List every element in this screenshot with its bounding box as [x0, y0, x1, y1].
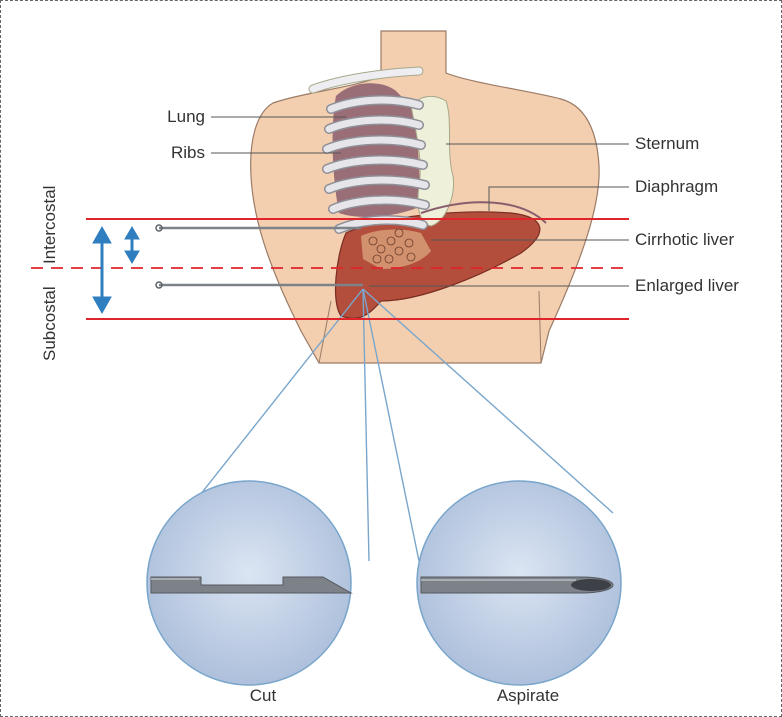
cut-needle-detail [147, 481, 351, 685]
aspirate-needle-detail [417, 481, 621, 685]
label-diaphragm: Diaphragm [635, 177, 718, 196]
label-intercostal: Intercostal [40, 186, 59, 264]
label-aspirate: Aspirate [497, 686, 559, 705]
label-lung: Lung [167, 107, 205, 126]
label-enlarged-liver: Enlarged liver [635, 276, 739, 295]
label-subcostal: Subcostal [40, 286, 59, 361]
label-cirrhotic-liver: Cirrhotic liver [635, 230, 735, 249]
label-cut: Cut [250, 686, 277, 705]
vertical-double-arrow-icon [93, 227, 139, 313]
label-sternum: Sternum [635, 134, 699, 153]
label-ribs: Ribs [171, 143, 205, 162]
